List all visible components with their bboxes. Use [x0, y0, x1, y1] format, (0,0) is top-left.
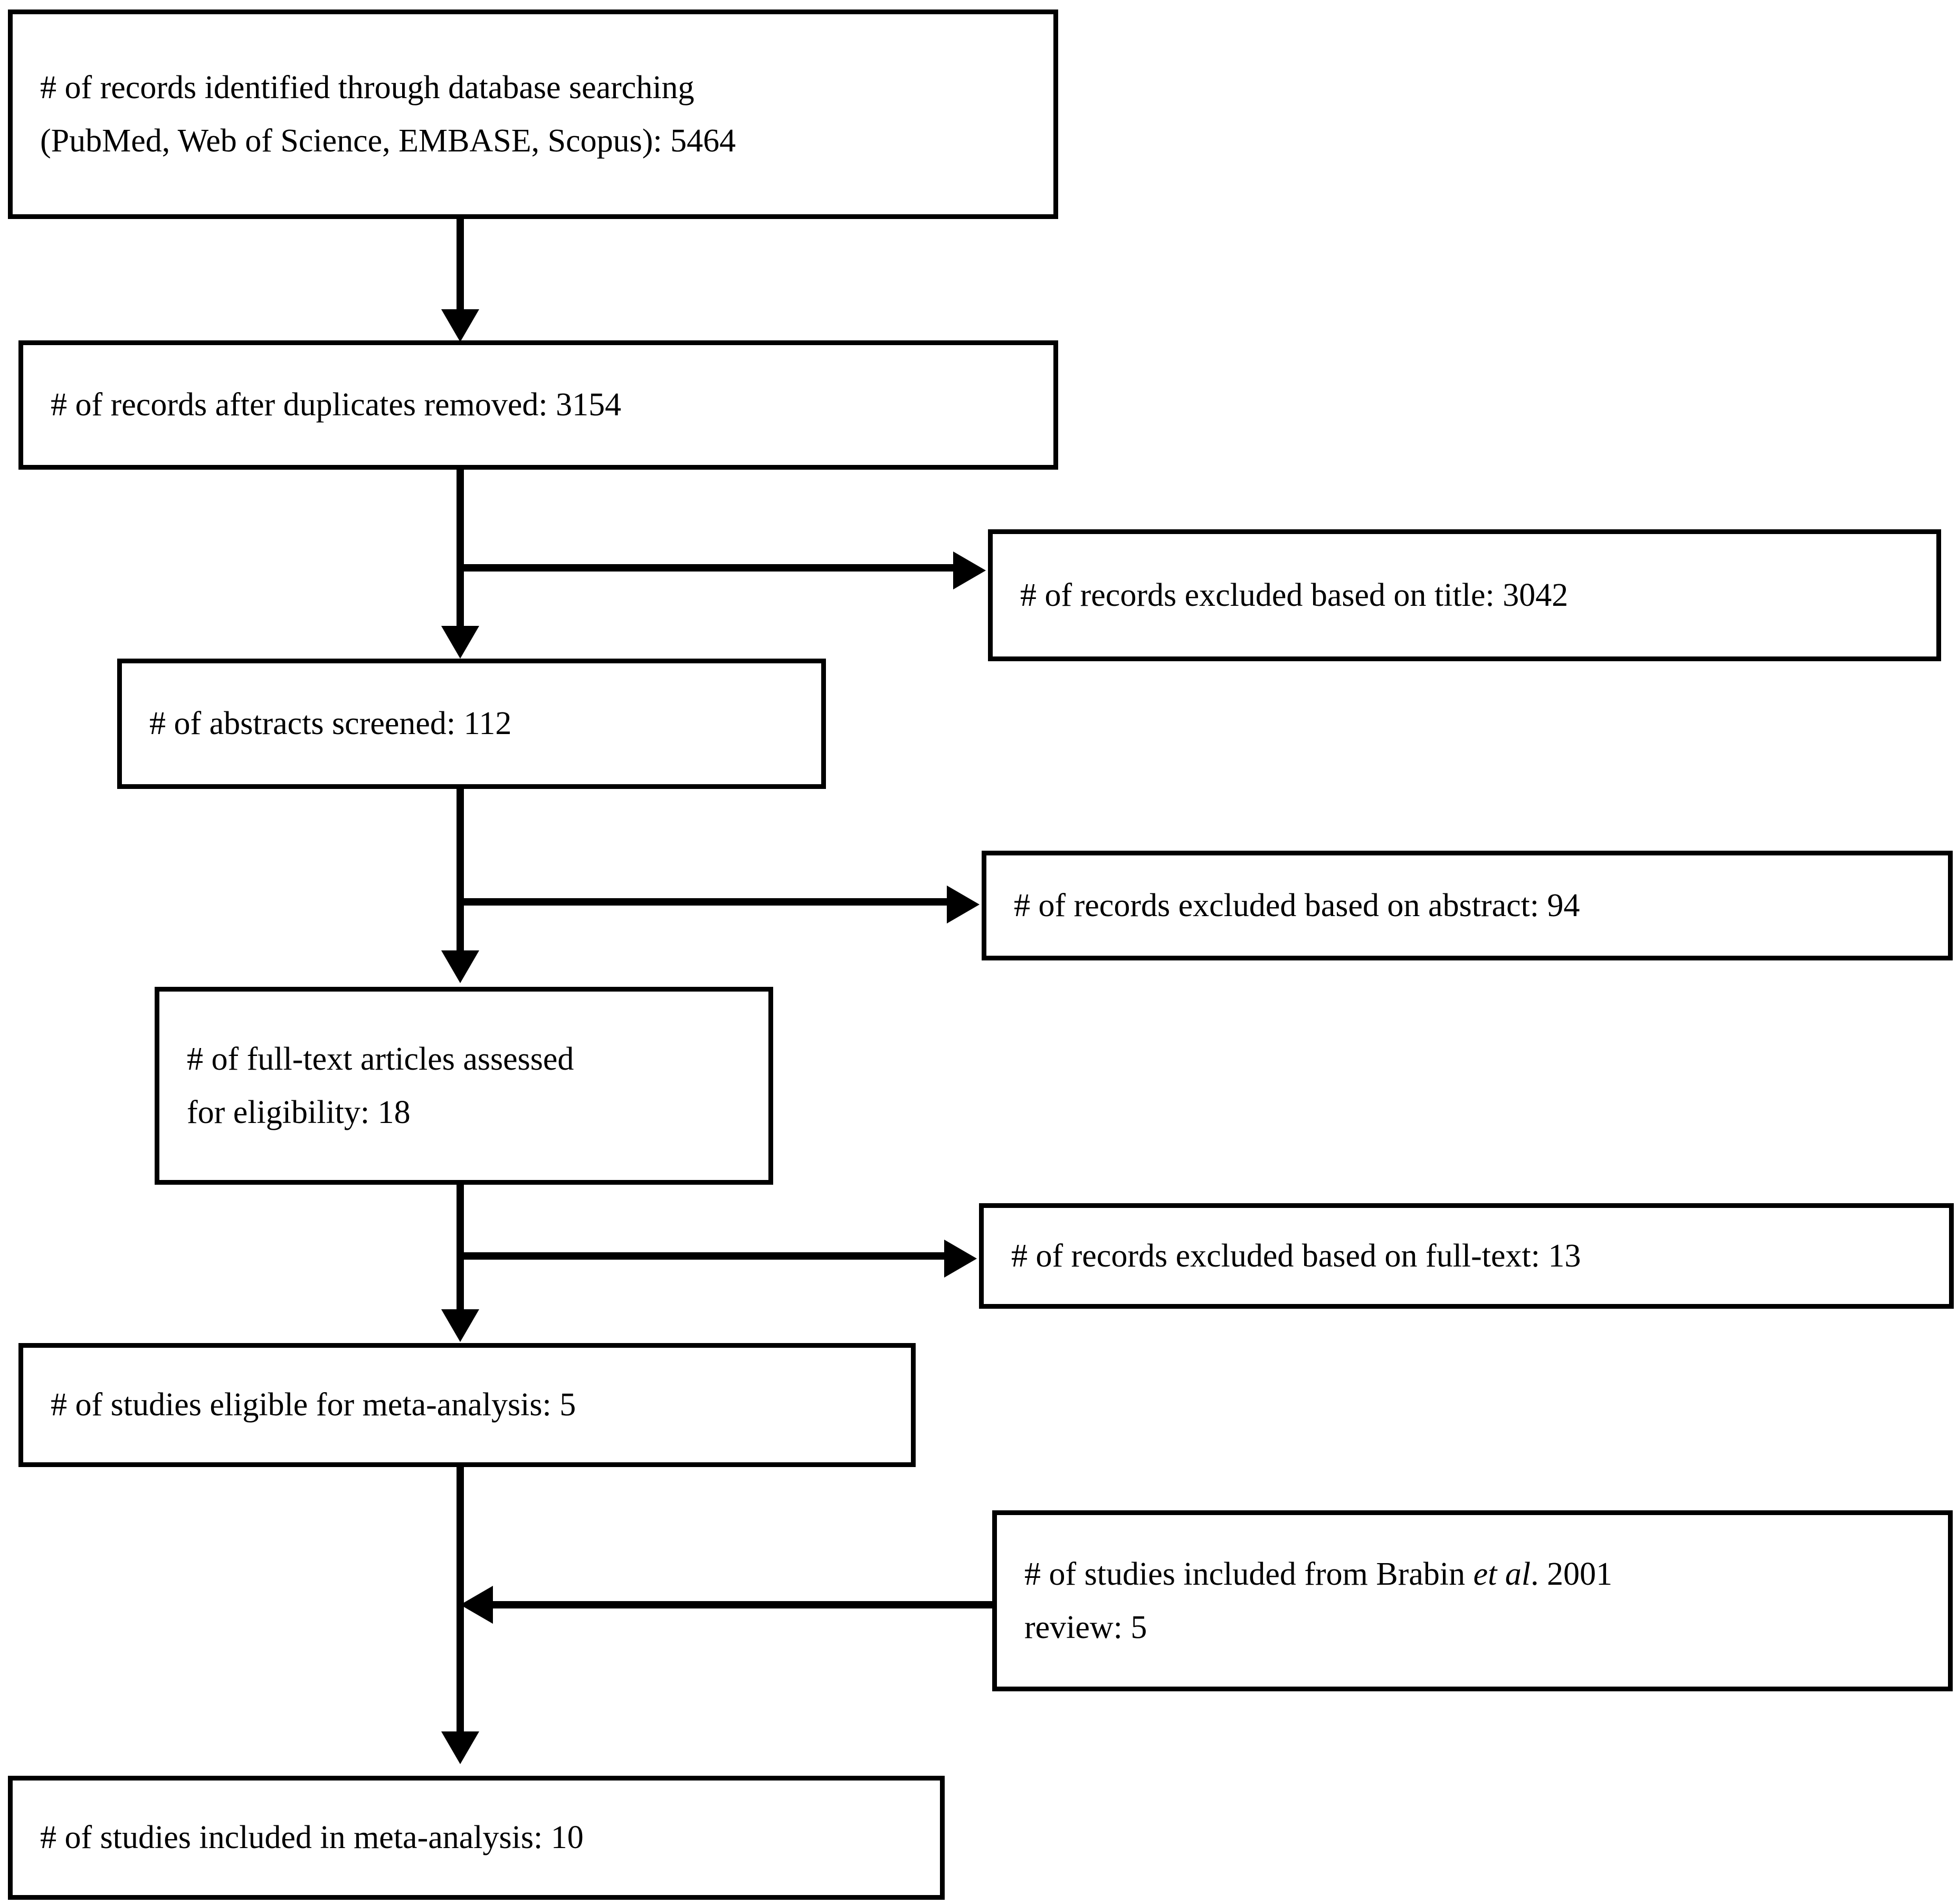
box-records-identified-line2: (PubMed, Web of Science, EMBASE, Scopus)… — [40, 122, 736, 159]
connector-duplicates-to-abstracts — [457, 470, 464, 628]
box-excluded-abstract-line1: # of records excluded based on abstract:… — [1014, 887, 1580, 924]
arrowhead-eligible-to-included-icon — [441, 1731, 479, 1764]
box-fulltext-assessed-line2: for eligibility: 18 — [187, 1094, 411, 1130]
box-records-after-duplicates: # of records after duplicates removed: 3… — [18, 340, 1058, 470]
box-abstracts-screened-line1: # of abstracts screened: 112 — [149, 706, 512, 742]
box-eligible-meta-analysis-line1: # of studies eligible for meta-analysis:… — [51, 1387, 576, 1423]
connector-fulltext-to-excluded-fulltext — [460, 1252, 945, 1260]
connector-abstracts-to-fulltext — [457, 789, 464, 953]
box-excluded-title-line1: # of records excluded based on title: 30… — [1020, 577, 1569, 613]
box-records-after-duplicates-line1: # of records after duplicates removed: 3… — [51, 387, 622, 423]
box-excluded-fulltext: # of records excluded based on full-text… — [979, 1203, 1954, 1309]
arrowhead-abstracts-to-fulltext-icon — [441, 950, 479, 983]
box-eligible-meta-analysis: # of studies eligible for meta-analysis:… — [18, 1343, 916, 1467]
box-brabin-review-year: . 2001 — [1531, 1556, 1613, 1593]
box-brabin-review-line2: review: 5 — [1024, 1609, 1147, 1645]
arrowhead-duplicates-to-abstracts-icon — [441, 626, 479, 659]
connector-identified-to-duplicates — [457, 219, 464, 311]
box-excluded-fulltext-line1: # of records excluded based on full-text… — [1011, 1237, 1581, 1274]
arrowhead-excluded-title-icon — [953, 551, 986, 589]
box-brabin-review: # of studies included from Brabin et al.… — [992, 1510, 1953, 1691]
connector-fulltext-to-eligible — [457, 1185, 464, 1311]
box-excluded-abstract: # of records excluded based on abstract:… — [982, 851, 1953, 960]
connector-abstracts-to-excluded-abstract — [460, 898, 948, 906]
box-records-identified: # of records identified through database… — [8, 9, 1058, 219]
box-fulltext-assessed-line1: # of full-text articles assessed — [187, 1041, 574, 1078]
box-abstracts-screened: # of abstracts screened: 112 — [117, 659, 826, 789]
box-brabin-review-line1: # of studies included from Brabin et al.… — [997, 1548, 1948, 1601]
arrowhead-excluded-abstract-icon — [947, 886, 980, 924]
box-brabin-review-line1-prefix: # of studies included from Brabin — [1024, 1556, 1474, 1593]
arrowhead-brabin-merge-icon — [460, 1586, 493, 1624]
arrowhead-identified-to-duplicates-icon — [441, 309, 479, 342]
box-excluded-title: # of records excluded based on title: 30… — [988, 529, 1941, 661]
box-brabin-review-et-al: et al — [1473, 1556, 1531, 1593]
arrowhead-excluded-fulltext-icon — [944, 1240, 977, 1278]
connector-brabin-to-included — [493, 1601, 992, 1608]
box-included-meta-analysis: # of studies included in meta-analysis: … — [8, 1776, 945, 1900]
box-included-meta-analysis-line1: # of studies included in meta-analysis: … — [40, 1820, 584, 1856]
box-records-identified-line1: # of records identified through database… — [40, 70, 695, 106]
arrowhead-fulltext-to-eligible-icon — [441, 1309, 479, 1342]
box-fulltext-assessed: # of full-text articles assessed for eli… — [155, 987, 773, 1185]
connector-duplicates-to-excluded-title — [460, 564, 954, 572]
